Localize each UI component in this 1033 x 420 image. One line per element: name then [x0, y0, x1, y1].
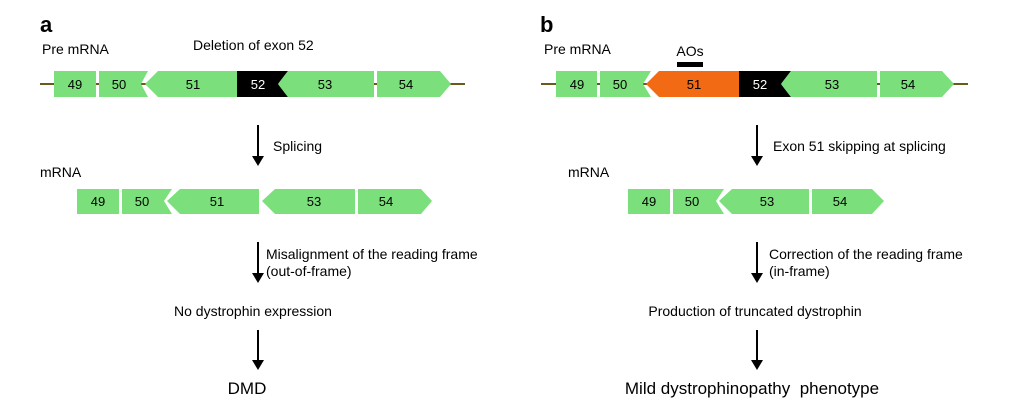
panel-b-arrow-skipping [751, 125, 763, 166]
panel-a-pre-exon-53-label: 53 [318, 77, 332, 92]
panel-b-skipping-label: Exon 51 skipping at splicing [773, 138, 946, 154]
panel-b-result-label: Production of truncated dystrophin [648, 303, 861, 319]
panel-a-mrna-exon-53-label: 53 [307, 194, 321, 209]
panel-b-mrna-exon-53-label: 53 [760, 194, 774, 209]
panel-b-aos-label: AOs [676, 43, 703, 59]
panel-b-pre-exon-49-label: 49 [570, 77, 584, 92]
panel-a-splicing-label: Splicing [273, 138, 322, 154]
panel-b-aos-bar [677, 62, 703, 67]
panel-a-pre-exon-49-label: 49 [68, 77, 82, 92]
panel-b-arrow-outcome [751, 330, 763, 370]
panel-a-pre-exon-54-label: 54 [399, 77, 413, 92]
panel-a-pre-exon-49 [54, 71, 96, 97]
panel-b-arrow-correction [751, 242, 763, 283]
panel-a-mrna-exon-53 [262, 189, 355, 214]
panel-a-pre-exon-54 [377, 71, 451, 97]
panel-b-in-frame-label: (in-frame) [769, 263, 830, 279]
panel-a-misalignment-label: Misalignment of the reading frame [266, 246, 478, 262]
panel-b-mrna-label: mRNA [568, 164, 610, 180]
panel-b-mrna-exon-53 [719, 189, 809, 214]
panel-b-pre-exon-53-label: 53 [825, 77, 839, 92]
panel-b-pre-exon-50 [600, 71, 651, 97]
panel-a-pre-exon-51-label: 51 [186, 77, 200, 92]
panel-a-pre-exon-52-deleted [237, 71, 288, 97]
panel-b-mrna-exon-49-label: 49 [642, 194, 656, 209]
panel-b-pre-exon-52 [739, 71, 791, 97]
panel-b-mrna-exon-54-label: 54 [833, 194, 847, 209]
panel-a-mrna-exon-54 [358, 189, 432, 214]
panel-b-pre-mrna-label: Pre mRNA [544, 41, 612, 57]
panel-a-deletion-label: Deletion of exon 52 [193, 37, 314, 53]
panel-a: a Pre mRNA Deletion of exon 52 49 50 51 … [40, 12, 478, 398]
panel-a-outcome-label: DMD [228, 379, 267, 398]
panel-b-mrna-exon-50-label: 50 [685, 194, 699, 209]
panel-a-out-of-frame-label: (out-of-frame) [266, 263, 352, 279]
panel-a-mrna-exon-50-label: 50 [135, 194, 149, 209]
panel-a-pre-exon-53 [278, 71, 374, 97]
panel-a-mrna-exon-49 [77, 189, 119, 214]
panel-b-pre-exon-50-label: 50 [613, 77, 627, 92]
panel-a-arrow-misalignment [252, 242, 264, 283]
panel-a-pre-exon-50 [99, 71, 148, 97]
panel-a-pre-exon-51 [145, 71, 237, 97]
panel-a-mrna-exon-51-label: 51 [210, 194, 224, 209]
panel-b-pre-exon-54-label: 54 [901, 77, 915, 92]
panel-b-pre-exon-53 [781, 71, 877, 97]
panel-a-mrna-exon-54-label: 54 [379, 194, 393, 209]
panel-b-mrna-exon-49 [628, 189, 670, 214]
panel-a-pre-exon-52-label: 52 [251, 77, 265, 92]
panel-a-arrow-splicing [252, 125, 264, 166]
panel-a-mrna-label: mRNA [40, 164, 82, 180]
panel-b-pre-exon-51-label: 51 [687, 77, 701, 92]
panel-b-mrna-exon-50 [673, 189, 724, 214]
panel-b: b Pre mRNA AOs 49 50 51 52 53 54 Exon 51… [540, 12, 968, 398]
panel-a-result-label: No dystrophin expression [174, 303, 332, 319]
panel-b-pre-exon-51-skipped [646, 71, 739, 97]
panel-a-pre-exon-50-label: 50 [112, 77, 126, 92]
panel-a-mrna-exon-49-label: 49 [91, 194, 105, 209]
panel-a-mrna-exon-50 [122, 189, 172, 214]
panel-a-pre-mrna-label: Pre mRNA [42, 41, 110, 57]
panel-a-arrow-outcome [252, 330, 264, 370]
panel-b-correction-label: Correction of the reading frame [769, 246, 963, 262]
panel-b-mrna-exon-54 [812, 189, 884, 214]
panel-b-pre-exon-52-label: 52 [753, 77, 767, 92]
panel-a-mrna-exon-51 [167, 189, 259, 214]
panel-a-letter: a [40, 12, 53, 37]
panel-b-outcome-label: Mild dystrophinopathy phenotype [625, 379, 879, 398]
panel-b-pre-exon-49 [556, 71, 597, 97]
panel-b-pre-exon-54 [880, 71, 954, 97]
panel-b-letter: b [540, 12, 553, 37]
